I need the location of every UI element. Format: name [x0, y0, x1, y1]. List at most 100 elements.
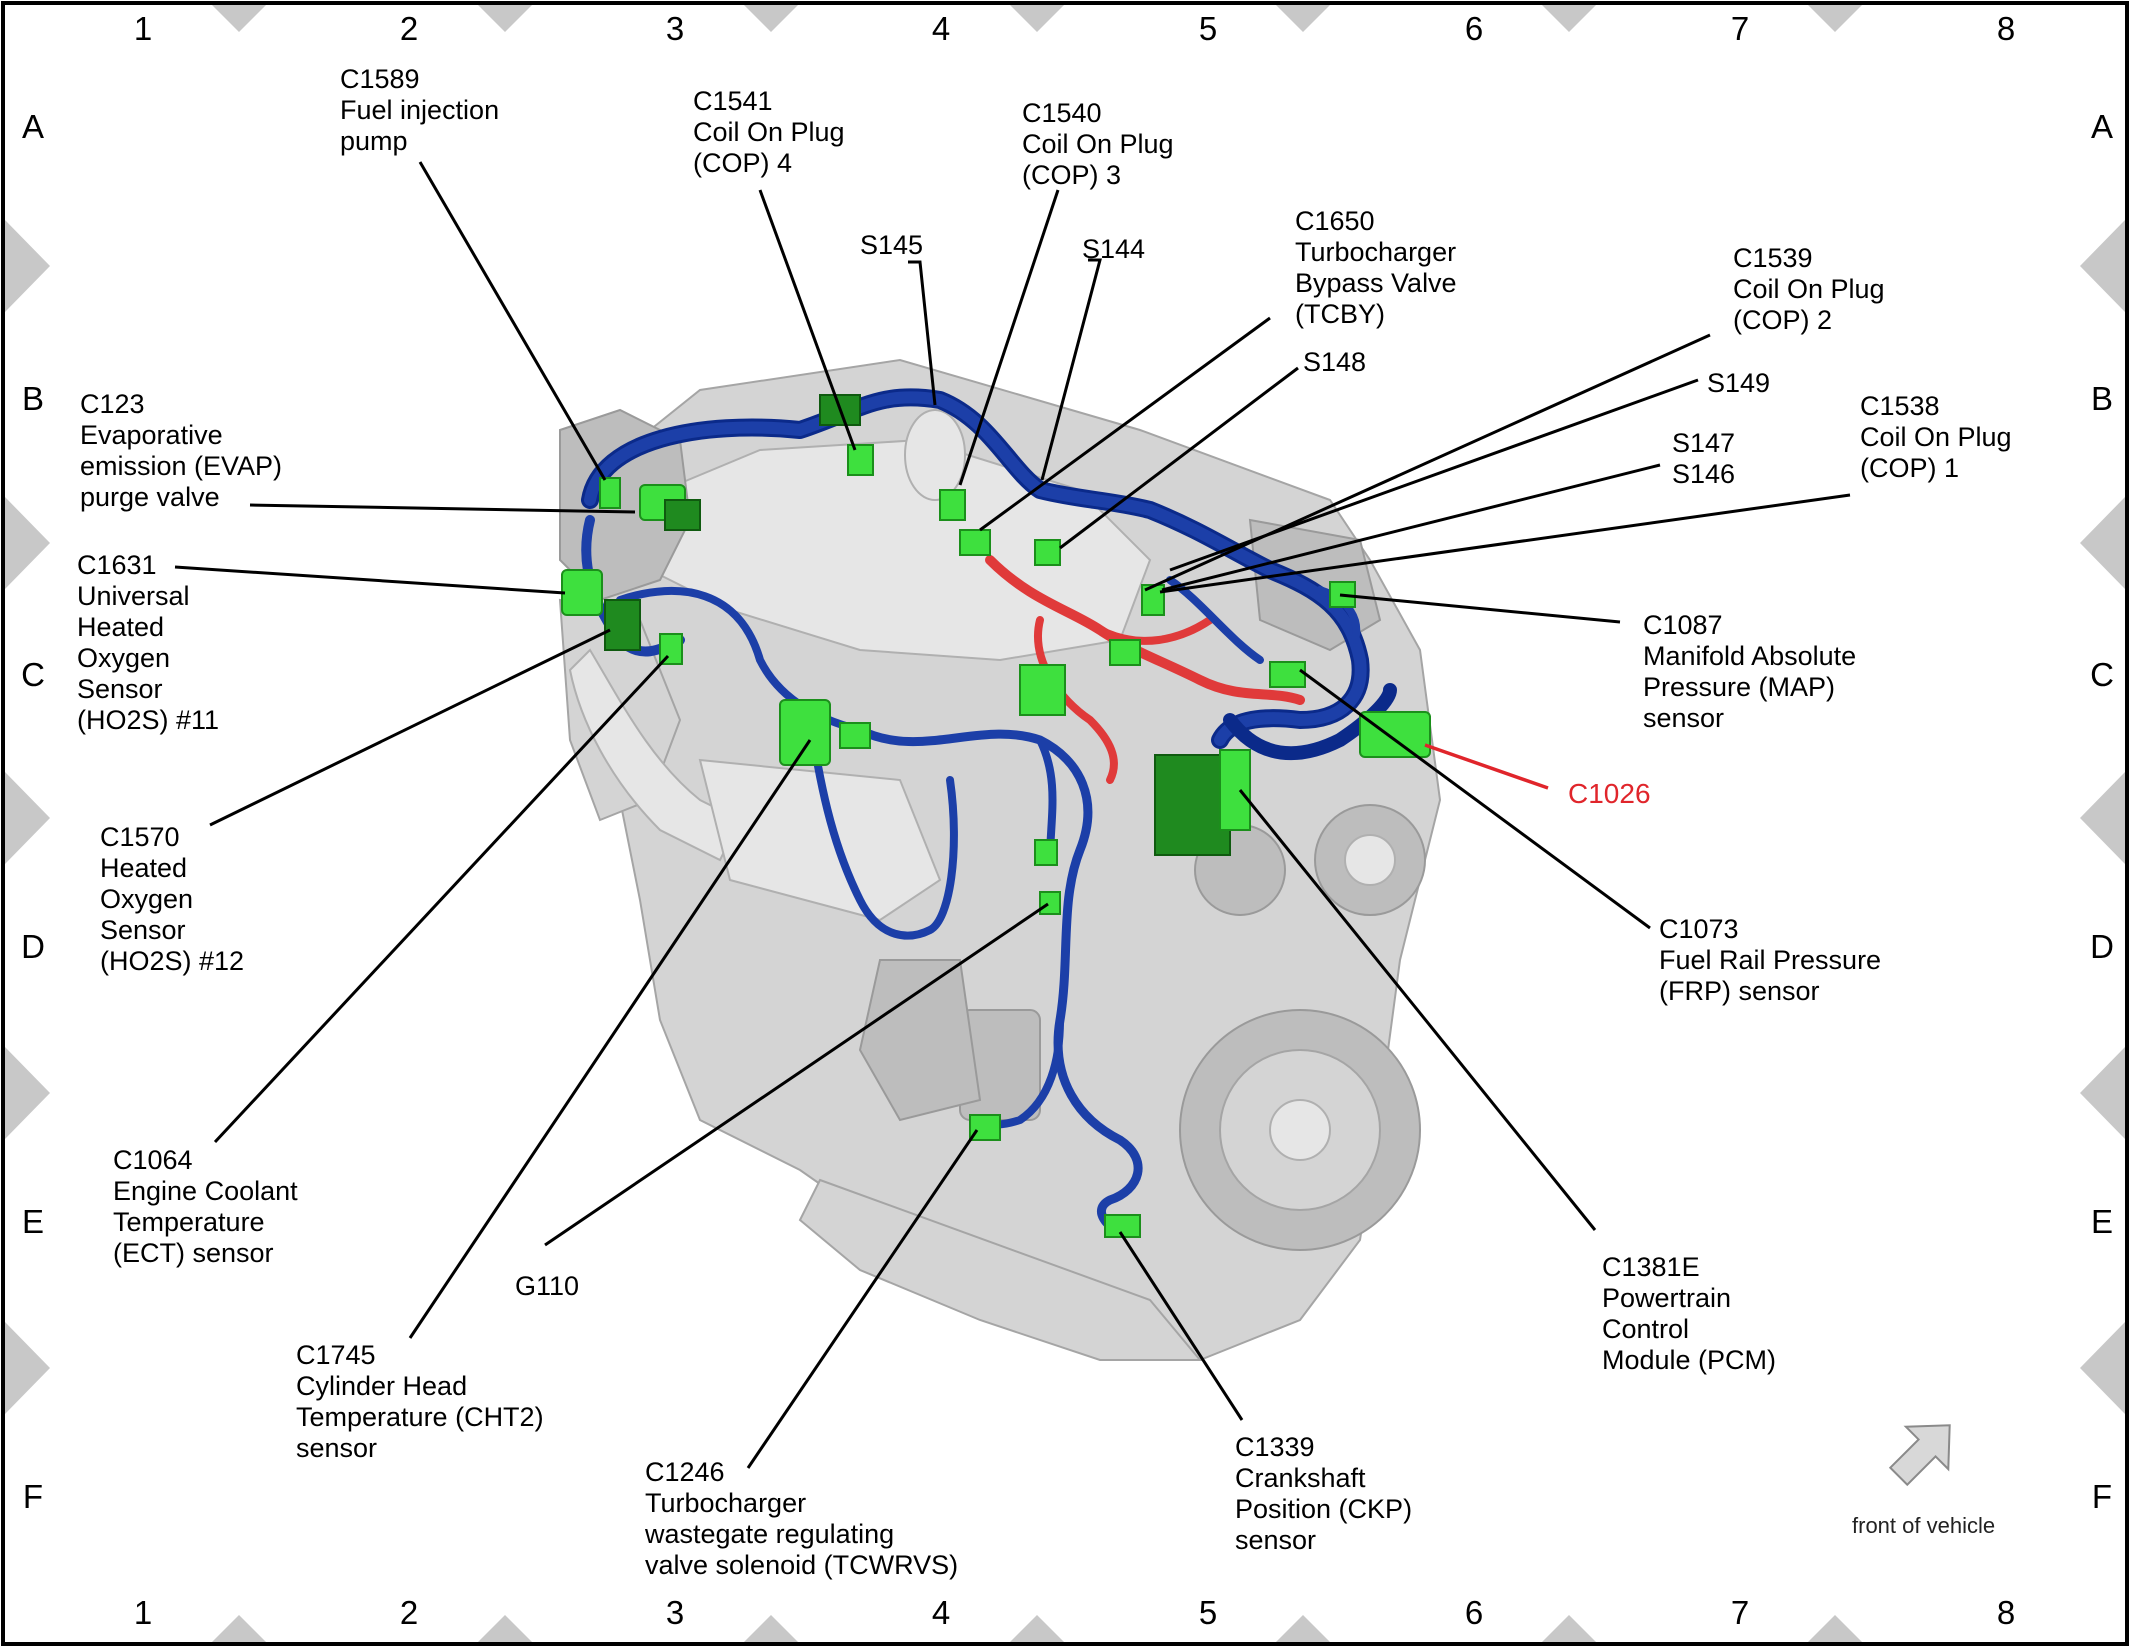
row-label: E	[2091, 1203, 2113, 1240]
connector-red-block	[1019, 664, 1066, 716]
callout-line: (COP) 3	[1022, 160, 1121, 190]
column-label: 8	[1997, 10, 2015, 47]
callout-line: Temperature	[113, 1207, 265, 1237]
callout-line: Cylinder Head	[296, 1371, 467, 1401]
connector-c1570	[604, 599, 641, 651]
callout-line: Turbocharger	[645, 1488, 806, 1518]
callout-c1381e: C1381E Powertrain Control Module (PCM)	[1602, 1252, 1776, 1375]
callout-line: Powertrain	[1602, 1283, 1731, 1313]
callout-line: Coil On Plug	[1733, 274, 1885, 304]
connector-mid	[1034, 839, 1058, 866]
callout-line: C1541	[693, 86, 773, 116]
callout-line: C1589	[340, 64, 420, 94]
callout-line: Coil On Plug	[693, 117, 845, 147]
connector-c1381e-plug	[1219, 749, 1251, 831]
callout-line: Fuel injection	[340, 95, 499, 125]
callout-line: Evaporative	[80, 420, 223, 450]
callout-line: Sensor	[77, 674, 163, 704]
callout-line: Position (CKP)	[1235, 1494, 1412, 1524]
callout-line: (TCBY)	[1295, 299, 1385, 329]
callout-line: C1087	[1643, 610, 1723, 640]
row-label: A	[2091, 108, 2113, 145]
callout-line: Temperature (CHT2)	[296, 1402, 544, 1432]
callout-c1246: C1246 Turbocharger wastegate regulating …	[644, 1457, 958, 1580]
callout-line: S147	[1672, 428, 1735, 458]
column-label: 2	[400, 10, 418, 47]
callout-line-highlighted: C1026	[1568, 778, 1651, 809]
column-label: 4	[932, 1594, 950, 1631]
connector-g110	[1039, 891, 1061, 915]
leader-lines	[174, 161, 1851, 1469]
front-of-vehicle-label: front of vehicle	[1852, 1513, 1995, 1538]
column-labels-bottom: 1 2 3 4 5 6 7 8	[134, 1594, 2015, 1631]
callout-line: Heated	[100, 853, 187, 883]
callout-c1541: C1541 Coil On Plug (COP) 4	[693, 86, 845, 178]
row-label: A	[22, 108, 44, 145]
connector-s148	[1034, 539, 1061, 566]
callout-line: Control	[1602, 1314, 1689, 1344]
callout-c1073: C1073 Fuel Rail Pressure (FRP) sensor	[1659, 914, 1881, 1006]
column-label: 8	[1997, 1594, 2015, 1631]
callout-line: (ECT) sensor	[113, 1238, 274, 1268]
callout-line: (FRP) sensor	[1659, 976, 1820, 1006]
connectors	[561, 394, 1431, 1238]
column-label: 3	[666, 1594, 684, 1631]
grid-markers-top	[212, 5, 1862, 32]
row-label: E	[22, 1203, 44, 1240]
callout-line: emission (EVAP)	[80, 451, 282, 481]
callout-line: (HO2S) #12	[100, 946, 244, 976]
front-of-vehicle-indicator: front of vehicle	[1852, 1424, 1995, 1538]
callout-line: pump	[340, 126, 408, 156]
connector-c1631	[561, 569, 603, 616]
callout-line: S145	[860, 230, 923, 260]
connector-c1026	[1359, 711, 1431, 758]
callout-c1539: C1539 Coil On Plug (COP) 2	[1733, 243, 1885, 335]
column-label: 4	[932, 10, 950, 47]
connector-c1745-plug	[839, 722, 871, 749]
row-labels-left: A B C D E F	[21, 108, 45, 1515]
callout-line: Sensor	[100, 915, 186, 945]
callout-line: (HO2S) #11	[77, 705, 219, 735]
callout-line: (COP) 4	[693, 148, 792, 178]
column-label: 5	[1199, 10, 1217, 47]
column-labels-top: 1 2 3 4 5 6 7 8	[134, 10, 2015, 47]
callout-s148: S148	[1303, 347, 1366, 377]
callout-line: valve solenoid (TCWRVS)	[645, 1550, 958, 1580]
callout-line: Coil On Plug	[1860, 422, 2012, 452]
column-label: 6	[1465, 10, 1483, 47]
callout-line: Pressure (MAP)	[1643, 672, 1835, 702]
callout-line: S149	[1707, 368, 1770, 398]
callout-line: sensor	[1235, 1525, 1316, 1555]
row-label: F	[23, 1478, 43, 1515]
callout-line: (COP) 2	[1733, 305, 1832, 335]
callout-line: Turbocharger	[1295, 237, 1456, 267]
row-labels-right: A B C D E F	[2090, 108, 2114, 1515]
callout-c1650: C1650 Turbocharger Bypass Valve (TCBY)	[1295, 206, 1457, 329]
callout-line: sensor	[1643, 703, 1724, 733]
callout-c1538: C1538 Coil On Plug (COP) 1	[1860, 391, 2012, 483]
callout-c123: C123 Evaporative emission (EVAP) purge v…	[80, 389, 282, 512]
callout-line: S144	[1082, 234, 1145, 264]
callout-s144: S144	[1082, 234, 1145, 264]
column-label: 2	[400, 1594, 418, 1631]
callout-line: G110	[515, 1271, 579, 1301]
row-label: B	[2091, 380, 2113, 417]
callout-c1339: C1339 Crankshaft Position (CKP) sensor	[1235, 1432, 1412, 1555]
column-label: 7	[1731, 1594, 1749, 1631]
callout-line: Crankshaft	[1235, 1463, 1366, 1493]
callout-line: Engine Coolant	[113, 1176, 298, 1206]
connector-c1589	[599, 477, 621, 509]
callout-c1026: C1026	[1568, 778, 1651, 809]
callout-line: C1339	[1235, 1432, 1315, 1462]
callout-s149: S149	[1707, 368, 1770, 398]
connector-c1540	[939, 489, 966, 521]
connector-c1087	[1269, 661, 1306, 688]
callout-line: C1538	[1860, 391, 1940, 421]
callout-line: S148	[1303, 347, 1366, 377]
callout-line: Manifold Absolute	[1643, 641, 1856, 671]
callout-line: (COP) 1	[1860, 453, 1959, 483]
callout-c1570: C1570 Heated Oxygen Sensor (HO2S) #12	[100, 822, 244, 976]
callout-line: C1745	[296, 1340, 376, 1370]
callout-line: Bypass Valve	[1295, 268, 1457, 298]
